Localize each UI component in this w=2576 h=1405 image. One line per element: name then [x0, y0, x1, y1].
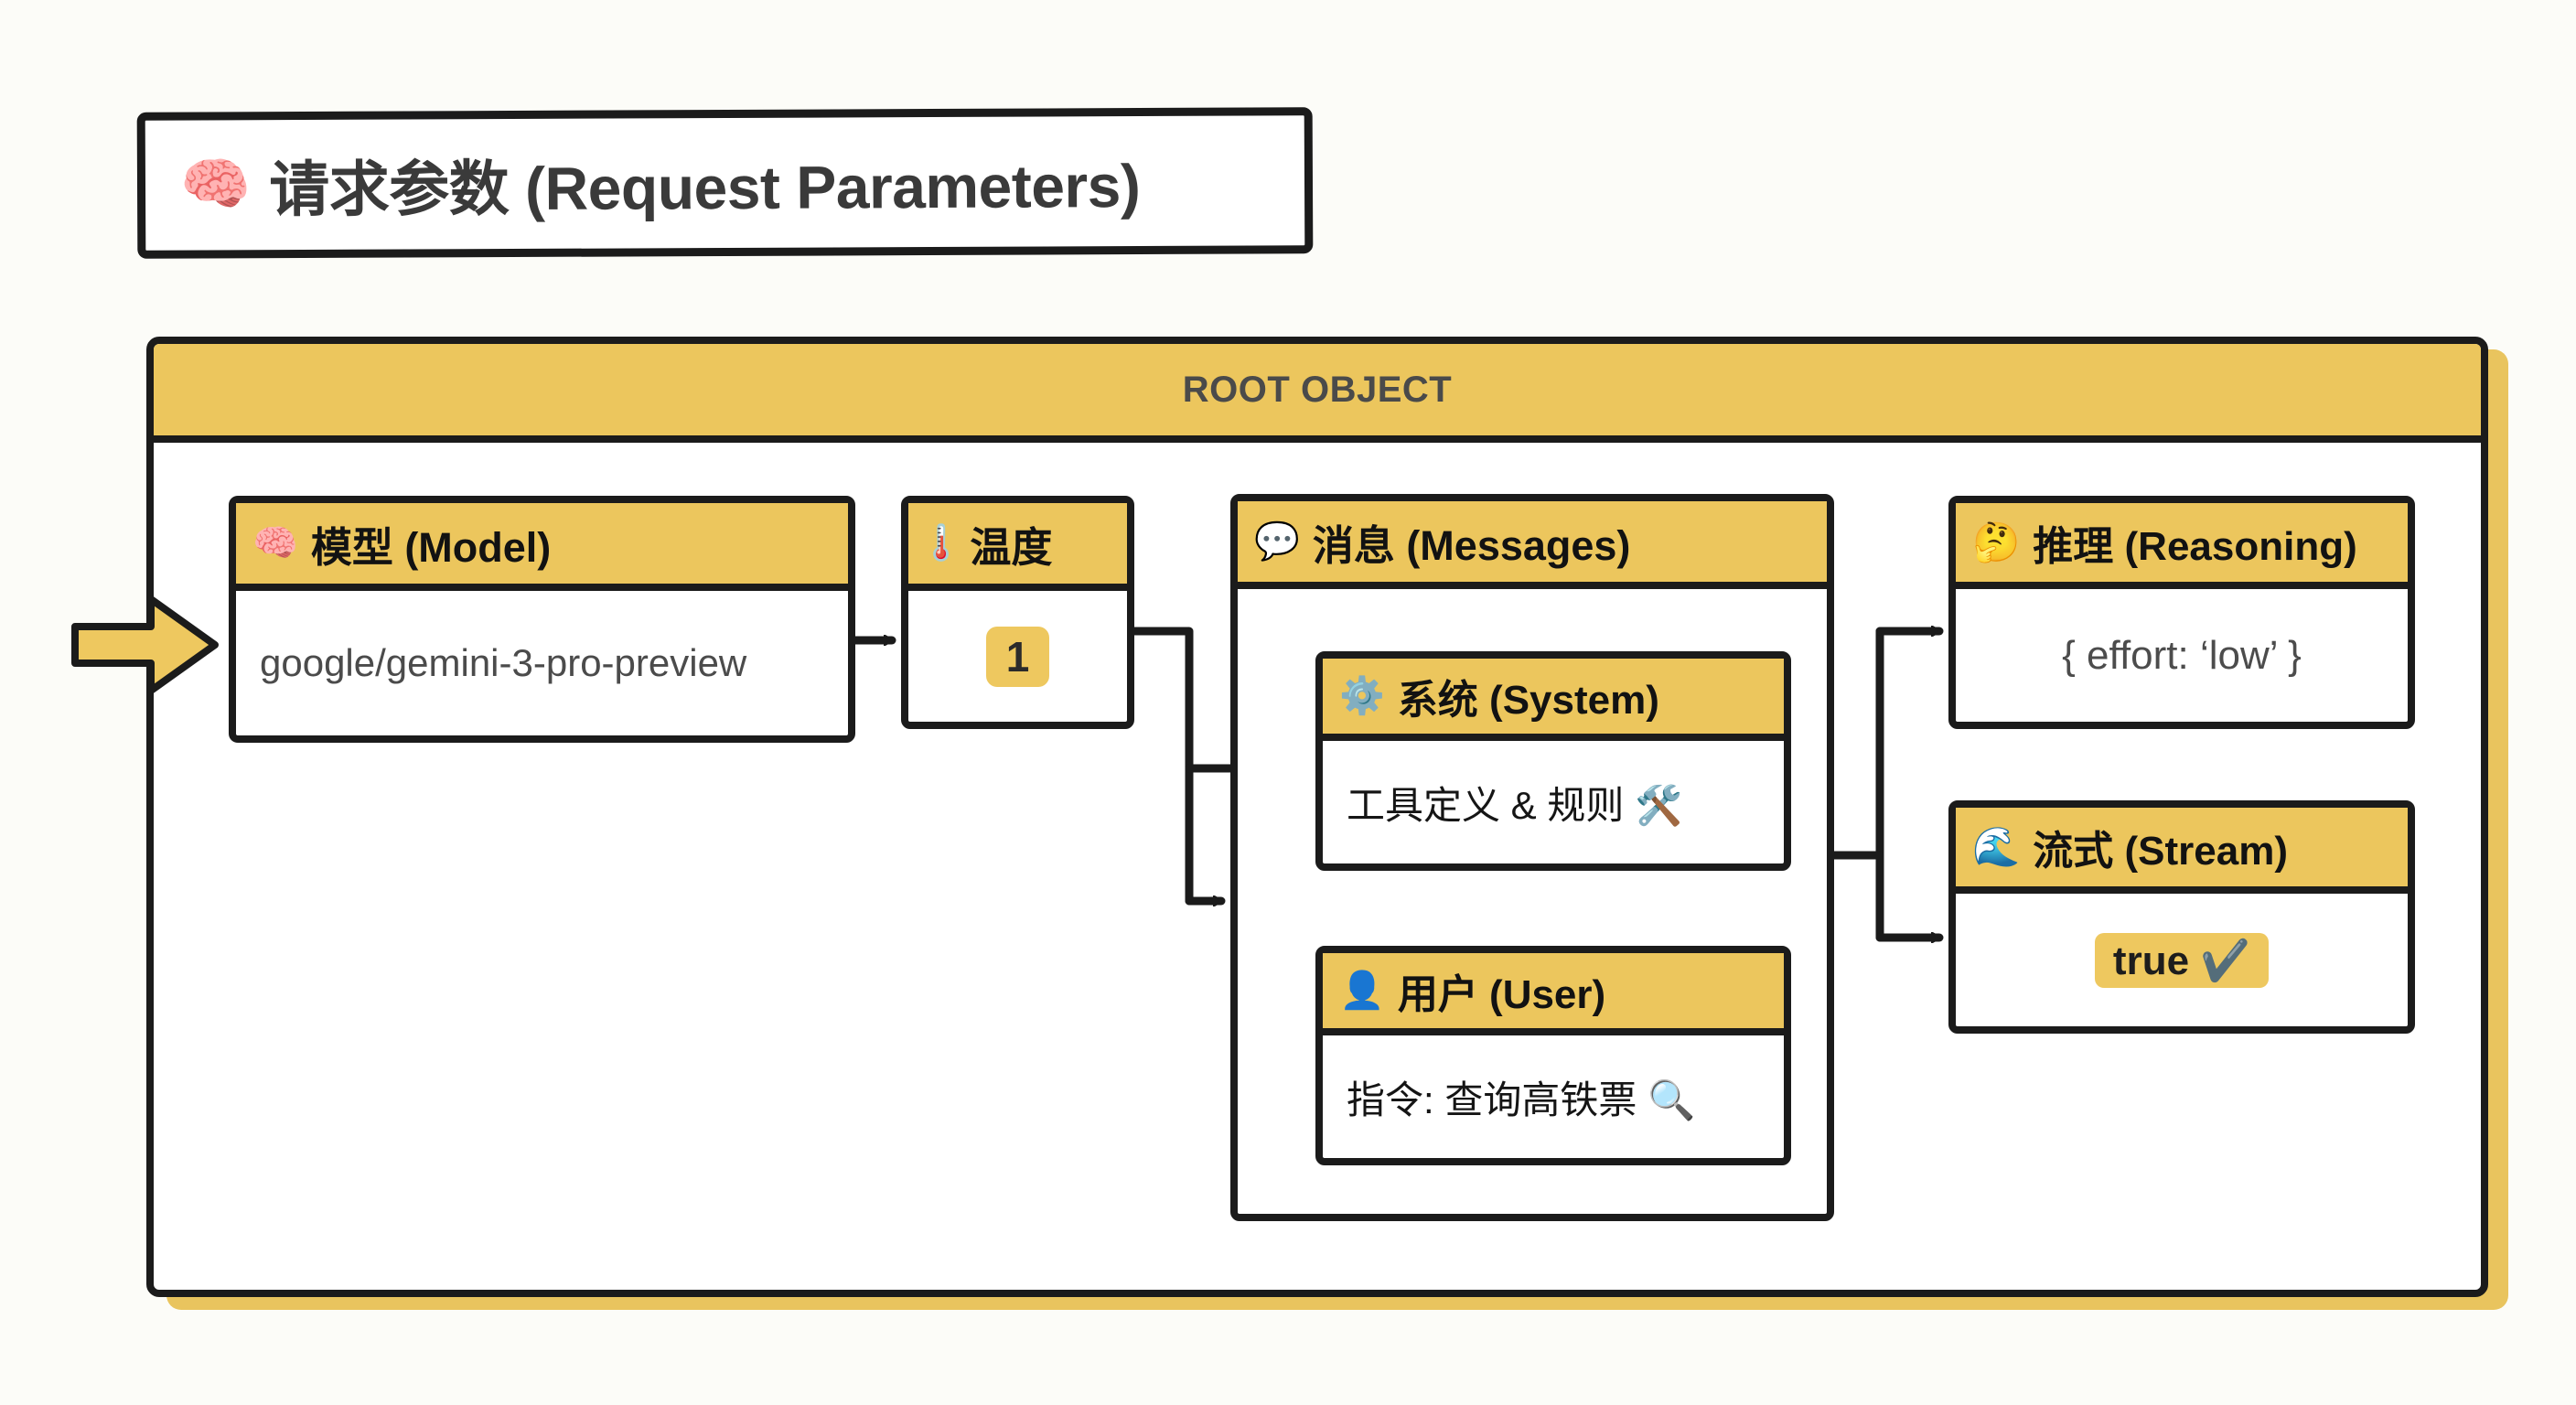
node-user-title: 用户 (User)	[1397, 972, 1606, 1017]
brain-icon: 🧠	[252, 523, 298, 563]
node-stream[interactable]: 🌊 流式 (Stream) true ✔️	[1948, 800, 2415, 1034]
node-temperature[interactable]: 🌡️ 温度 1	[901, 496, 1134, 729]
speech-bubble-icon: 💬	[1254, 521, 1300, 562]
node-messages-body: ⚙️ 系统 (System) 工具定义 & 规则 🛠️ 👤 用户 (User) …	[1238, 589, 1827, 1214]
gear-icon: ⚙️	[1339, 676, 1385, 716]
node-stream-title: 流式 (Stream)	[2033, 829, 2289, 874]
node-system-header: ⚙️ 系统 (System)	[1323, 659, 1784, 741]
node-model[interactable]: 🧠 模型 (Model) google/gemini-3-pro-preview	[229, 496, 855, 743]
thermometer-icon: 🌡️	[919, 524, 963, 563]
wave-icon: 🌊	[1972, 825, 2021, 868]
node-reasoning[interactable]: 🤔 推理 (Reasoning) { effort: ‘low’ }	[1948, 496, 2415, 729]
node-user-body: 指令: 查询高铁票 🔍	[1323, 1035, 1784, 1158]
node-temperature-body: 1	[908, 591, 1127, 722]
node-system-title: 系统 (System)	[1397, 678, 1659, 723]
node-model-title: 模型 (Model)	[310, 523, 552, 571]
node-temperature-value: 1	[985, 626, 1050, 687]
node-system-value: 工具定义 & 规则 🛠️	[1347, 783, 1683, 827]
root-object-label: ROOT OBJECT	[1182, 369, 1453, 410]
node-reasoning-value: { effort: ‘low’ }	[2062, 632, 2302, 678]
node-model-value: google/gemini-3-pro-preview	[260, 641, 747, 684]
node-messages[interactable]: 💬 消息 (Messages) ⚙️ 系统 (System) 工具定义 & 规则…	[1230, 494, 1834, 1221]
node-user-value: 指令: 查询高铁票 🔍	[1347, 1078, 1696, 1121]
person-icon: 👤	[1339, 971, 1385, 1011]
node-system-body: 工具定义 & 规则 🛠️	[1323, 741, 1784, 863]
page-title: 请求参数 (Request Parameters)	[269, 152, 1141, 224]
node-temperature-header: 🌡️ 温度	[908, 503, 1127, 591]
page-title-card: 🧠 请求参数 (Request Parameters)	[136, 107, 1314, 259]
root-object-header: ROOT OBJECT	[154, 344, 2481, 443]
brain-icon: 🧠	[179, 153, 252, 217]
node-messages-title: 消息 (Messages)	[1312, 521, 1631, 569]
node-stream-value: true ✔️	[2094, 932, 2270, 988]
node-system[interactable]: ⚙️ 系统 (System) 工具定义 & 规则 🛠️	[1315, 651, 1791, 871]
node-model-header: 🧠 模型 (Model)	[236, 503, 848, 591]
node-user-header: 👤 用户 (User)	[1323, 953, 1784, 1035]
node-reasoning-title: 推理 (Reasoning)	[2033, 524, 2357, 569]
node-model-body: google/gemini-3-pro-preview	[236, 591, 848, 735]
node-messages-header: 💬 消息 (Messages)	[1238, 501, 1827, 589]
node-user[interactable]: 👤 用户 (User) 指令: 查询高铁票 🔍	[1315, 946, 1791, 1165]
node-stream-header: 🌊 流式 (Stream)	[1956, 808, 2408, 894]
node-temperature-title: 温度	[970, 523, 1053, 571]
node-stream-body: true ✔️	[1956, 894, 2408, 1026]
node-reasoning-body: { effort: ‘low’ }	[1956, 589, 2408, 722]
thinking-face-icon: 🤔	[1972, 520, 2021, 563]
node-reasoning-header: 🤔 推理 (Reasoning)	[1956, 503, 2408, 589]
